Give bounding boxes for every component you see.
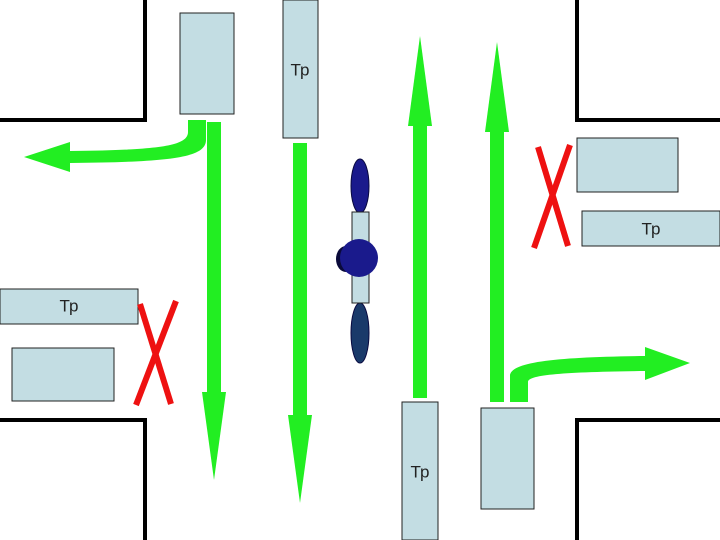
curb-bottom-right <box>575 418 720 540</box>
arrow-down-1 <box>202 122 226 480</box>
tram-left-label: Тр <box>60 296 79 315</box>
arrow-left-turn <box>24 120 206 172</box>
tram-right-label: Тр <box>642 219 661 238</box>
officer-head <box>340 239 378 277</box>
traffic-arrows <box>24 36 690 503</box>
red-x-icon <box>531 144 573 249</box>
car-bottom <box>480 407 535 510</box>
tram-top <box>282 0 319 139</box>
car-right <box>576 137 679 193</box>
arrow-up-1 <box>408 36 432 398</box>
arrow-right-turn <box>510 347 690 402</box>
car-left <box>11 347 115 402</box>
tram-right <box>581 210 720 247</box>
curb-top-right <box>575 0 720 122</box>
traffic-controller-icon <box>336 158 378 364</box>
curb-top-left <box>0 0 147 122</box>
arrow-up-2 <box>485 42 509 402</box>
tram-top-label: Тр <box>291 60 310 79</box>
curb-bottom-left <box>0 418 147 540</box>
tram-left <box>0 288 139 325</box>
officer-arm-lower <box>350 302 370 364</box>
red-x-icon <box>133 299 179 407</box>
car-top <box>179 12 235 115</box>
tram-bottom <box>401 401 439 540</box>
arrow-down-2 <box>288 143 312 503</box>
tram-bottom-label: Тр <box>411 462 430 481</box>
officer-arm-upper <box>350 158 370 214</box>
